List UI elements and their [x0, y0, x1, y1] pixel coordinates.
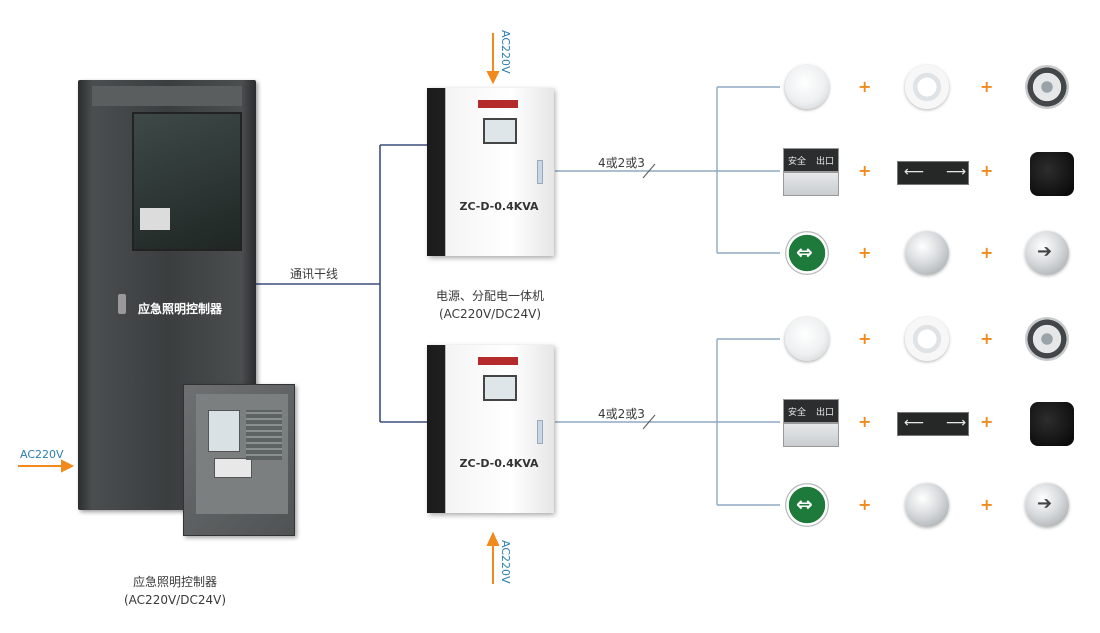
distribution-unit-1-branch-label: 4或2或3	[598, 156, 645, 170]
control-panel-display	[208, 410, 240, 452]
cabinet-lock-icon	[118, 294, 126, 314]
plus-sign: +	[980, 495, 994, 514]
control-panel-keypad	[246, 410, 282, 460]
distribution-unit-1-handle	[537, 160, 543, 184]
distribution-unit-1-logo	[478, 100, 518, 108]
controller-voltage-label: AC220V	[20, 448, 64, 461]
distribution-caption-spec: (AC220V/DC24V)	[439, 307, 541, 321]
direction-sign-icon: ⟵ ⟶	[897, 161, 969, 185]
round-exit-light-icon: ⇔	[785, 231, 829, 275]
plus-sign: +	[980, 412, 994, 431]
arrow-right-icon: ➔	[1037, 241, 1053, 262]
downlight-icon	[785, 65, 829, 109]
cabinet-rack-module	[140, 208, 170, 230]
led-downlight-icon	[1025, 65, 1069, 109]
cabinet-label: 应急照明控制器	[137, 302, 222, 316]
recessed-light-icon	[905, 483, 949, 527]
distribution-unit-1-screen	[483, 118, 517, 144]
distribution-unit-2-branch-label: 4或2或3	[598, 407, 645, 421]
left-arrow-icon: ⟵	[904, 415, 925, 431]
branch-lines	[555, 86, 780, 506]
right-arrow-icon: ⟶	[946, 415, 967, 431]
downlight-icon	[785, 317, 829, 361]
exit-sign-text-left: 安全	[788, 408, 807, 418]
distribution-unit-2-logo	[478, 357, 518, 365]
controller-caption-name: 应急照明控制器	[132, 575, 217, 589]
branch-2-slash	[642, 414, 656, 430]
plus-sign: +	[980, 329, 994, 348]
safety-exit-sign-base-icon	[783, 423, 839, 447]
plus-sign: +	[858, 495, 872, 514]
distribution-unit-1-door	[445, 88, 554, 256]
safety-exit-sign-icon: 安全 出口	[783, 148, 839, 172]
ceiling-light-icon	[905, 317, 949, 361]
plus-sign: +	[858, 412, 872, 431]
exit-sign-text-left: 安全	[788, 157, 807, 167]
recessed-light-icon	[905, 231, 949, 275]
voltage-arrows	[18, 33, 500, 584]
plus-sign: +	[980, 77, 994, 96]
exit-sign-text-right: 出口	[816, 408, 835, 418]
exit-sign-text-right: 出口	[816, 157, 835, 167]
round-exit-light-icon: ⇔	[785, 483, 829, 527]
controller-input-arrowhead	[61, 459, 75, 473]
unit-1-input-arrowhead	[486, 71, 500, 85]
distribution-caption-name: 电源、分配电一体机	[435, 289, 544, 303]
double-arrow-icon: ⇔	[796, 240, 813, 264]
plus-sign: +	[858, 161, 872, 180]
plus-sign: +	[980, 161, 994, 180]
ceiling-light-icon	[905, 65, 949, 109]
control-panel-printer	[214, 458, 252, 478]
right-arrow-icon: ⟶	[946, 164, 967, 180]
distribution-unit-2-handle	[537, 420, 543, 444]
bus-label: 通讯干线	[290, 267, 339, 281]
branch-1-slash	[642, 163, 656, 179]
plus-sign: +	[858, 243, 872, 262]
left-arrow-icon: ⟵	[904, 164, 925, 180]
plus-sign: +	[858, 77, 872, 96]
direction-sign-icon: ⟵ ⟶	[897, 412, 969, 436]
cabinet-glass-window	[132, 112, 242, 251]
slash-marks	[642, 163, 656, 430]
cabinet-top-panel	[92, 86, 242, 106]
led-downlight-icon	[1025, 317, 1069, 361]
floor-arrow-light-icon: ➔	[1025, 231, 1069, 275]
plus-sign: +	[858, 329, 872, 348]
floor-arrow-light-icon: ➔	[1025, 483, 1069, 527]
distribution-unit-2-model: ZC-D-0.4KVA	[459, 457, 539, 470]
arrow-right-icon: ➔	[1037, 493, 1053, 514]
distribution-unit-1-model: ZC-D-0.4KVA	[459, 200, 539, 213]
safety-exit-sign-base-icon	[783, 172, 839, 196]
main-bus-lines	[247, 144, 427, 423]
unit-2-input-arrowhead	[486, 531, 500, 546]
distribution-unit-2-voltage: AC220V	[499, 540, 512, 584]
spotlight-icon	[1030, 152, 1074, 196]
controller-caption-spec: (AC220V/DC24V)	[124, 593, 226, 607]
double-arrow-icon: ⇔	[796, 492, 813, 516]
safety-exit-sign-icon: 安全 出口	[783, 399, 839, 423]
distribution-unit-1-voltage: AC220V	[499, 30, 512, 74]
distribution-unit-2-door	[445, 345, 554, 513]
distribution-unit-2-screen	[483, 375, 517, 401]
spotlight-icon	[1030, 402, 1074, 446]
plus-sign: +	[980, 243, 994, 262]
